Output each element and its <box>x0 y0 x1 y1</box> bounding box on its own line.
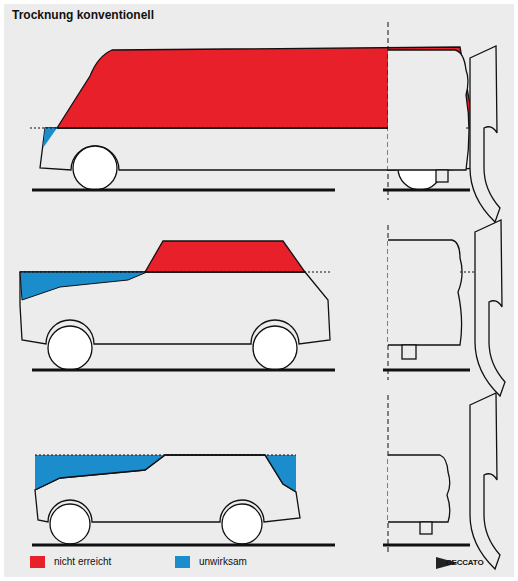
sedan-rear <box>383 393 500 569</box>
van-rear <box>383 22 500 222</box>
legend-swatch <box>30 556 45 568</box>
suv-side <box>20 241 335 370</box>
suv-rear <box>383 220 505 396</box>
legend-text: nicht erreicht <box>54 556 111 567</box>
sedan-side <box>32 455 335 545</box>
logo-text: CECCATO <box>446 558 483 567</box>
legend-text: unwirksam <box>199 556 247 567</box>
legend-swatch <box>175 556 190 568</box>
title: Trocknung konventionell <box>12 8 154 22</box>
van-side <box>30 47 480 190</box>
panel <box>4 4 514 577</box>
